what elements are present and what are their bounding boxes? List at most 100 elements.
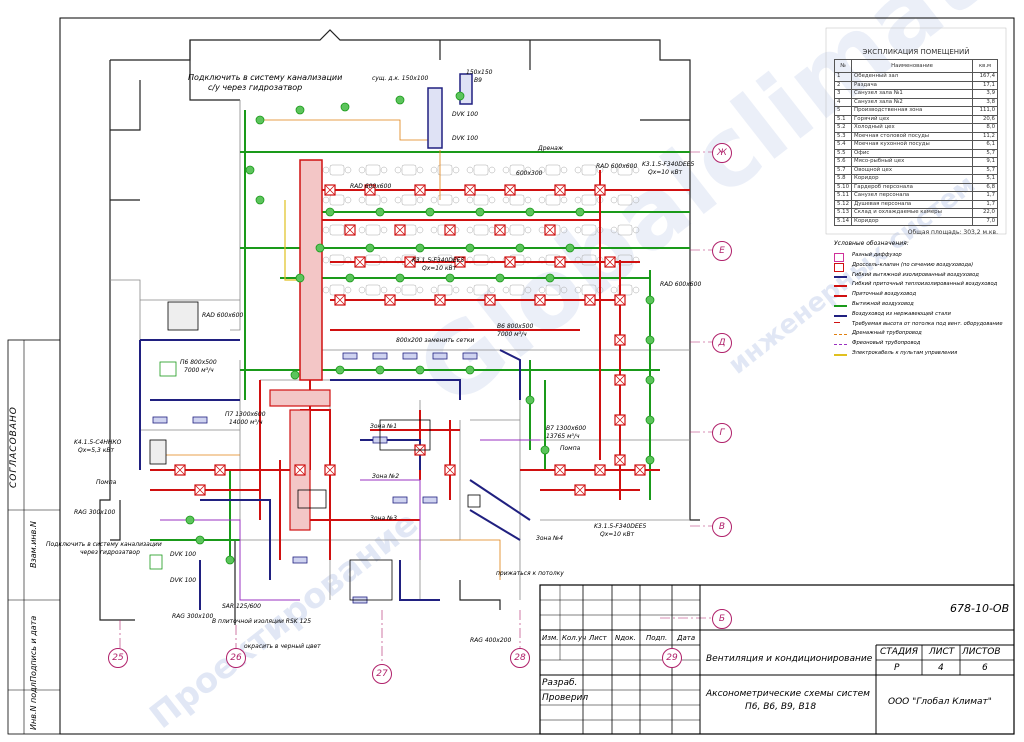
- grille-icon: [152, 416, 168, 424]
- exhaust-diffuser-icon: [375, 207, 385, 217]
- legend-item: Вытяжной воздуховод: [834, 300, 1004, 310]
- room-name: Санузел персонала: [851, 191, 973, 201]
- legend-label: Вытяжной воздуховод: [852, 300, 914, 307]
- legend-symbol: [834, 353, 847, 356]
- note-vent-top: сущ. д.к. 150х100: [372, 75, 429, 82]
- legend-label: Электрокабель к пультам управления: [852, 349, 958, 356]
- exhaust-diffuser-icon: [565, 243, 575, 253]
- note-zone3: Зона №3: [370, 515, 398, 522]
- supply-diffuser-icon: [614, 294, 626, 306]
- table-icon: [394, 164, 424, 176]
- note-rag300: RAG 300х100: [74, 509, 116, 516]
- exhaust-diffuser-icon: [365, 243, 375, 253]
- legend-label: Дроссель-клапан (по сечению воздуховода): [852, 261, 974, 268]
- stamp-col-list: Лист: [589, 634, 607, 642]
- note-k3-bottom: K3.1.5-F340DEE5: [594, 523, 647, 530]
- legend-symbol: [834, 314, 847, 317]
- exhaust-diffuser-icon: [425, 207, 435, 217]
- exhaust-diffuser-icon: [245, 165, 255, 175]
- stamp-checked: Проверил: [542, 693, 589, 703]
- table-icon: [466, 194, 496, 206]
- supply-diffuser-icon: [594, 184, 606, 196]
- note-qx: Qх=10 кВт: [648, 169, 683, 176]
- exhaust-diffuser-icon: [455, 91, 465, 101]
- legend-item: Фреоновый трубопровод: [834, 339, 1004, 349]
- table-icon: [538, 194, 568, 206]
- table-icon: [322, 254, 352, 266]
- explication-title: ЭКСПЛИКАЦИЯ ПОМЕЩЕНИЙ: [862, 48, 970, 56]
- steel-ducts: [139, 339, 531, 610]
- note-sewer-top: Подключить в систему канализации: [188, 73, 343, 82]
- note-rad600-b: RAD 600х600: [350, 183, 392, 190]
- exhaust-diffuser-icon: [525, 207, 535, 217]
- note-v7b: 13765 м³/ч: [546, 433, 580, 440]
- explication-table: ЭКСПЛИКАЦИЯ ПОМЕЩЕНИЙ № Наименование кв.…: [833, 48, 998, 236]
- room-area: 1,7: [972, 191, 998, 201]
- supply-diffuser-icon: [384, 294, 396, 306]
- room-number: 5.1: [833, 114, 853, 124]
- supply-diffuser-icon: [584, 294, 596, 306]
- supply-diffuser-icon: [324, 464, 336, 476]
- legend-label: Воздуховод из нержавеющей стали: [852, 310, 951, 317]
- exhaust-diffuser-icon: [325, 207, 335, 217]
- table-icon: [538, 284, 568, 296]
- drawing-code: 678-10-ОВ: [950, 602, 1010, 615]
- note-v7: В7 1300х600: [546, 425, 587, 432]
- stamp-sheets-label: ЛИСТОВ: [962, 647, 1001, 657]
- room-name: Душевая персонала: [851, 199, 973, 209]
- room-area: 167,4: [972, 72, 998, 82]
- note-b9: В9: [474, 77, 482, 84]
- room-name: Склад и охлаждаемые камеры: [851, 208, 973, 218]
- supply-diffuser-icon: [614, 334, 626, 346]
- room-name: Коридор: [851, 216, 973, 226]
- grille-icon: [422, 496, 438, 504]
- room-number: 3: [833, 89, 853, 99]
- legend-item: Разный диффузор: [834, 251, 1004, 262]
- note-qx2: Qх=5,3 кВт: [78, 447, 114, 454]
- exhaust-diffuser-icon: [575, 207, 585, 217]
- note-sar: SAR 125/600: [222, 603, 261, 610]
- stamp-col-koluch: Кол.уч: [562, 634, 587, 642]
- table-icon: [574, 194, 604, 206]
- legend-symbol: [834, 285, 847, 288]
- exhaust-diffuser-icon: [255, 115, 265, 125]
- note-gap: 800х200 заменить сетки: [396, 337, 475, 344]
- room-area: 8,0: [972, 123, 998, 133]
- table-icon: [610, 224, 640, 236]
- exhaust-diffuser-icon: [645, 375, 655, 385]
- supply-diffuser-icon: [194, 484, 206, 496]
- exhaust-diffuser-icon: [465, 365, 475, 375]
- project-title: Вентиляция и кондиционирование: [706, 654, 873, 664]
- grille-icon: [392, 496, 408, 504]
- exhaust-diffuser-icon: [225, 555, 235, 565]
- grille-icon: [432, 352, 448, 360]
- room-number: 5.10: [833, 182, 853, 192]
- note-drain: Дренаж: [538, 145, 564, 152]
- table-icon: [358, 194, 388, 206]
- room-number: 5: [833, 106, 853, 116]
- room-number: 5.13: [833, 208, 853, 218]
- room-name: Санузел зала №1: [851, 89, 973, 99]
- legend-title: Условные обозначения:: [834, 240, 909, 247]
- note-pump: Помпа: [96, 479, 117, 486]
- table-icon: [502, 284, 532, 296]
- table-icon: [466, 284, 496, 296]
- stamp-sheet-label: ЛИСТ: [929, 647, 955, 657]
- stamp-col-podp: Подп.: [646, 634, 668, 642]
- supply-diffuser-icon: [344, 224, 356, 236]
- legend-item: Воздуховод из нержавеющей стали: [834, 310, 1004, 320]
- supply-diffuser-icon: [334, 294, 346, 306]
- room-number: 5.11: [833, 191, 853, 201]
- room-name: Санузел зала №2: [851, 97, 973, 107]
- room-name: Моечная кухонной посуды: [851, 140, 973, 150]
- room-area: 1,7: [972, 199, 998, 209]
- room-number: 5.14: [833, 216, 853, 226]
- explication-header-area: кв.м: [972, 59, 998, 73]
- note-sewer-top2: с/у через гидрозатвор: [208, 83, 303, 92]
- grille-icon: [292, 556, 308, 564]
